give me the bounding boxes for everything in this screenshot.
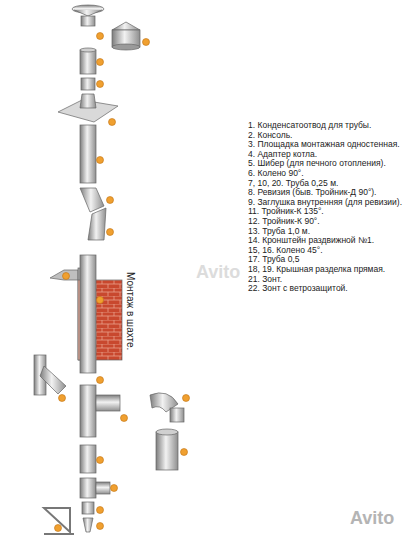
legend-item: 9. Заглушка внутренняя (для ревизии).	[248, 197, 402, 207]
legend-item: 12. Тройник-К 90°.	[248, 216, 320, 226]
legend-item: 21. Зонт.	[248, 274, 282, 284]
legend-item: 5. Шибер (для печного отопления).	[248, 158, 386, 168]
legend-item: 14. Кронштейн раздвижной №1.	[248, 235, 374, 245]
legend-item: 8. Ревизия (быв. Тройник-Д 90°).	[248, 187, 376, 197]
legend-item: 2. Консоль.	[248, 130, 292, 140]
legend-item: 13. Труба 1,0 м.	[248, 226, 310, 236]
legend-item: 6. Колено 90°.	[248, 168, 304, 178]
legend-item: 1. Конденсатоотвод для трубы.	[248, 120, 371, 130]
watermark: Avito	[196, 262, 240, 282]
legend-item: 3. Площадка монтажная одностенная.	[248, 139, 400, 149]
legend-item: 7, 10, 20. Труба 0,25 м.	[248, 178, 338, 188]
legend-item: 15, 16. Колено 45°.	[248, 245, 323, 255]
watermark: Avito	[350, 508, 394, 528]
legend-item: 17. Труба 0,5	[248, 254, 299, 264]
legend-item: 22. Зонт с ветрозащитой.	[248, 283, 348, 293]
shaft-note: Монтаж в шахте.	[125, 272, 136, 350]
legend-item: 18, 19. Крышная разделка прямая.	[248, 264, 385, 274]
legend-item: 4. Адаптер котла.	[248, 149, 317, 159]
legend-item: 11. Тройник-К 135°.	[248, 206, 324, 216]
